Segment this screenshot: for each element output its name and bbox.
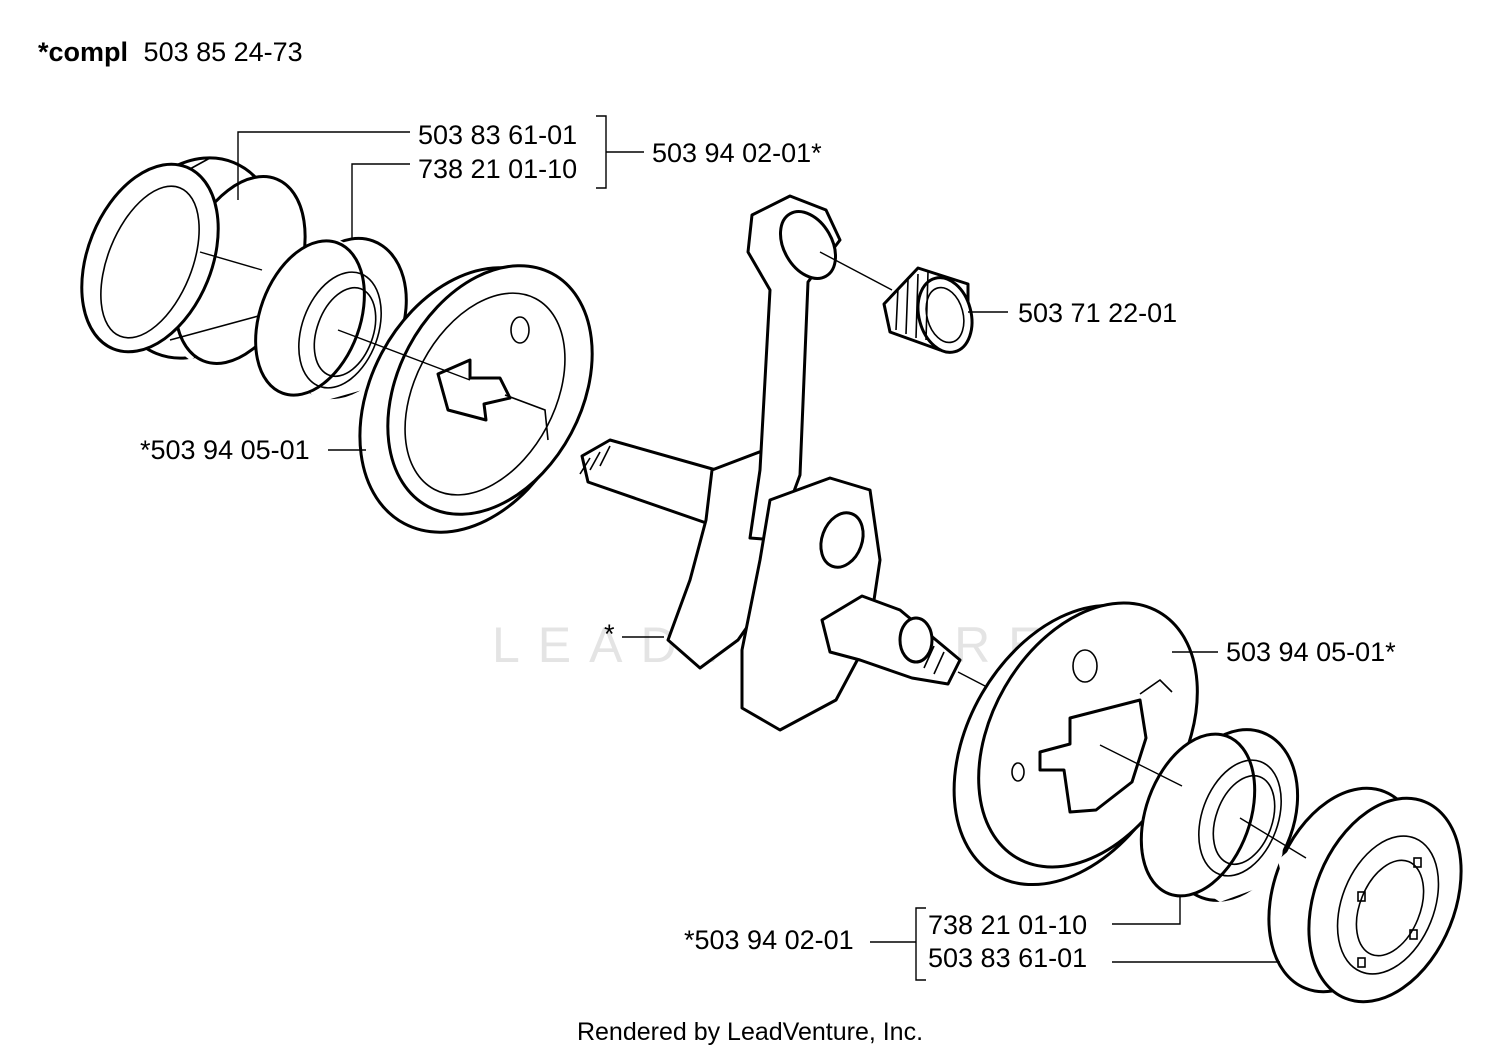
callout-needle-bearing: 503 71 22-01 [1018,298,1177,328]
callout-flywheel-half-left: *503 94 05-01 [140,435,310,465]
bearing-top [254,236,408,402]
assembly-number: 503 85 24-73 [144,37,303,67]
leader-lines [199,115,1307,981]
seal-bottom [1267,786,1463,1004]
callout-flywheel-half-right: 503 94 05-01* [1226,637,1396,667]
bearing-bottom [1139,728,1300,902]
flywheel-half-left [358,264,594,534]
callout-crankshaft: * [604,619,615,649]
needle-bearing [882,266,974,354]
callout-bearing-top: 738 21 01-10 [418,154,577,184]
assembly-prefix: *compl [38,37,128,67]
footer-credit: Rendered by LeadVenture, Inc. [577,1018,923,1046]
callout-seal-bottom: 503 83 61-01 [928,943,1087,973]
callout-bearing-bottom: 738 21 01-10 [928,910,1087,940]
crankshaft [579,194,962,732]
flywheel-half-right [952,601,1199,887]
callout-seal-top: 503 83 61-01 [418,120,577,150]
callout-bearing-kit-top: 503 94 02-01* [652,138,822,168]
assembly-header: *compl 503 85 24-73 [38,37,303,67]
callout-bearing-kit-bottom: *503 94 02-01 [684,925,854,955]
